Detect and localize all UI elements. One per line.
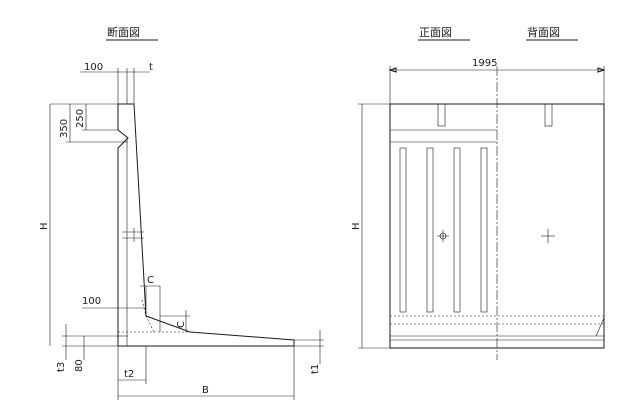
back-view-title: 背面図 — [526, 25, 578, 41]
section-view: 100 t 350 250 H C C 100 t3 80 t2 — [39, 62, 324, 400]
dim-top-100: 100 — [84, 62, 103, 73]
dim-B: B — [202, 385, 209, 396]
section-view-title: 断面図 — [106, 25, 158, 41]
dim-t1: t1 — [310, 364, 321, 374]
front-title-text: 正面図 — [419, 26, 452, 39]
dim-250: 250 — [75, 109, 86, 128]
dim-350: 350 — [59, 119, 70, 138]
dim-mid-100: 100 — [82, 296, 101, 307]
back-title-text: 背面図 — [527, 25, 560, 39]
dim-H-left: H — [39, 222, 50, 230]
center-mark-back — [541, 229, 555, 243]
dim-t: t — [149, 62, 153, 73]
section-title-text: 断面図 — [107, 25, 140, 39]
elevation-view: 1995 H — [351, 58, 606, 360]
center-mark-front — [437, 230, 449, 242]
dim-1995: 1995 — [472, 58, 497, 69]
dim-c-upper: C — [147, 275, 154, 286]
dim-t3: t3 — [56, 362, 67, 372]
dim-c-lower: C — [176, 321, 187, 328]
dim-80: 80 — [74, 359, 85, 372]
dim-H-right: H — [351, 222, 362, 230]
dim-t2: t2 — [124, 369, 134, 380]
front-view-title: 正面図 — [418, 26, 470, 41]
